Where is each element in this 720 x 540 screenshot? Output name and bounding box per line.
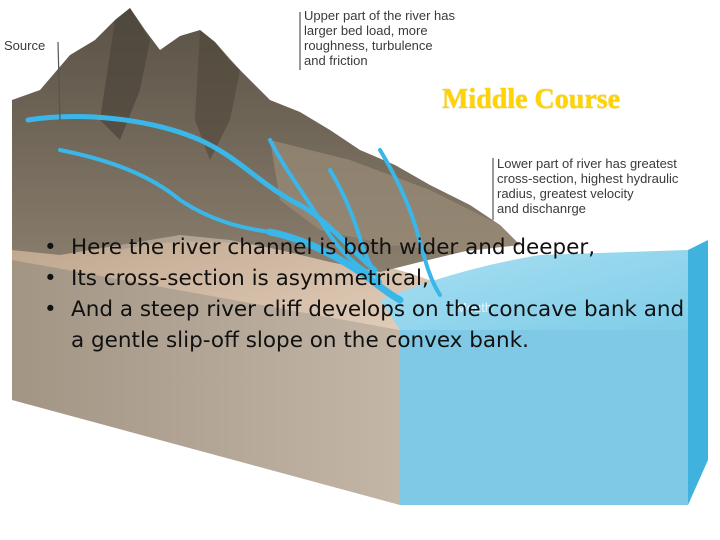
upper-course-note: Upper part of the river has larger bed l… [304, 8, 456, 68]
bullet-item: Here the river channel is both wider and… [38, 232, 688, 263]
source-label: Source [4, 38, 46, 53]
slide-title: Middle Course [442, 84, 621, 115]
sea-right-face [688, 240, 708, 505]
annotation-leaders [57, 12, 494, 220]
mountain-lower-slope [270, 140, 520, 252]
terrain-front-face [400, 330, 688, 505]
river-tributary-left [58, 148, 272, 234]
bullet-list: Here the river channel is both wider and… [38, 232, 688, 356]
lower-course-note: Lower part of river has greatest cross-s… [497, 156, 679, 216]
source-leader [57, 41, 61, 121]
bullet-item: And a steep river cliff develops on the … [38, 294, 688, 356]
bullet-item: Its cross-section is asymmetrical, [38, 263, 688, 294]
mountain-ridge-shadow-2 [195, 30, 240, 160]
mountain-ridge-shadow [100, 8, 150, 140]
